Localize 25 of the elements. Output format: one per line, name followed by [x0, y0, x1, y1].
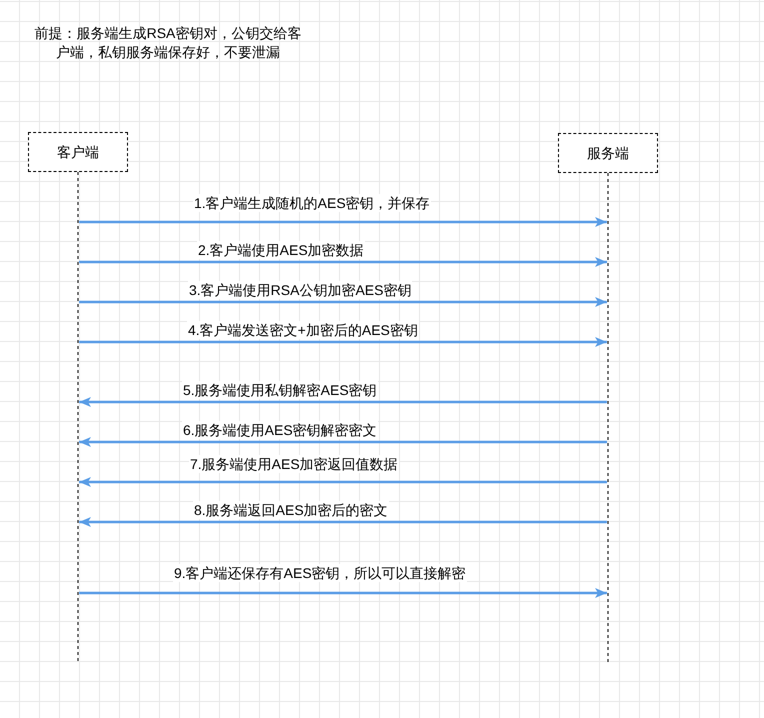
edge-label: 5.服务端使用私钥解密AES密钥	[182, 381, 378, 399]
message-arrow	[79, 257, 607, 267]
message-arrow	[79, 437, 607, 447]
edge-label: 6.服务端使用AES密钥解密密文	[182, 421, 378, 439]
edge-label: 3.客户端使用RSA公钥加密AES密钥	[188, 281, 412, 299]
edge-label: 7.服务端使用AES加密返回值数据	[189, 455, 399, 473]
participant-label: 服务端	[587, 144, 629, 162]
participant-box	[558, 133, 658, 173]
message-arrow	[79, 517, 607, 527]
message-arrow	[79, 337, 607, 347]
participant-box	[28, 132, 128, 172]
message-arrow	[79, 588, 607, 598]
message-arrow	[79, 217, 607, 227]
edge-label: 4.客户端发送密文+加密后的AES密钥	[187, 321, 419, 339]
message-arrow	[79, 397, 607, 407]
edge-label: 1.客户端生成随机的AES密钥，并保存	[193, 194, 431, 212]
edge-label: 8.服务端返回AES加密后的密文	[193, 501, 389, 519]
participant-label: 客户端	[57, 143, 99, 161]
message-arrow	[79, 477, 607, 487]
edge-label: 9.客户端还保存有AES密钥，所以可以直接解密	[173, 564, 467, 582]
lifeline	[607, 173, 609, 662]
edge-label: 2.客户端使用AES加密数据	[197, 241, 365, 259]
lifeline	[77, 172, 79, 662]
message-arrow	[79, 297, 607, 307]
note-text: 前提：服务端生成RSA密钥对，公钥交给客户端，私钥服务端保存好，不要泄漏	[34, 24, 302, 62]
